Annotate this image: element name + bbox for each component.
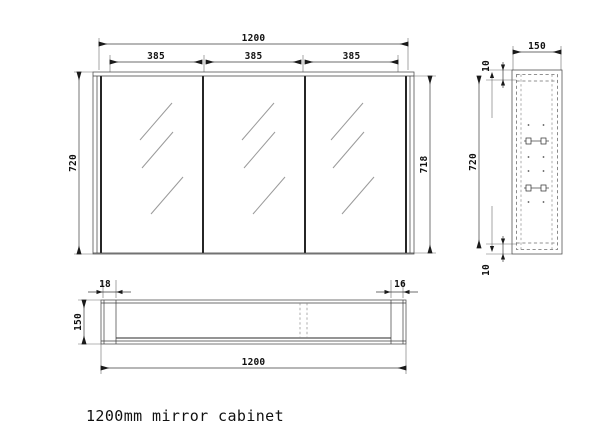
drawing-caption: 1200mm mirror cabinet [86,407,284,425]
front-cabinet-outline [92,71,415,255]
front-door2-width-label: 385 [245,51,263,62]
side-top10-arrow-up [500,64,506,71]
front-overall-width-label: 1200 [242,33,266,44]
side-top10-arrow-down [500,79,506,86]
plan-left18-arrow-a [96,289,103,295]
side-carcass-dashed-outline [516,74,558,250]
plan-right-thickness-label: 16 [394,279,406,290]
plan-depth-label: 150 [73,313,84,331]
side-shelf-pin-dots [527,124,545,203]
side-cabinet-outline [511,69,563,255]
mirror-reflections-door-1 [139,102,184,215]
side-bot10-arrow-up [500,238,506,245]
mirror-reflections-door-3 [330,102,375,215]
front-door1-width-label: 385 [147,51,165,62]
hinge-marker [540,137,547,145]
side-bot10-arrow-down [500,253,506,260]
side-top10-leader-arrow [489,72,495,78]
side-top-thickness-label: 10 [481,60,492,72]
plan-left18-arrow-b [116,289,123,295]
side-depth-label: 150 [528,41,546,52]
mirror-reflections-door-2 [241,102,286,215]
plan-right16-arrow-b [403,289,410,295]
side-hinge-row-1 [524,137,549,145]
plan-left-thickness-label: 18 [99,279,111,290]
front-door3-width-label: 385 [343,51,361,62]
hinge-marker [540,184,547,192]
plan-overall-width-label: 1200 [242,357,266,368]
side-bottom-thickness-label: 10 [481,264,492,276]
front-height-label-left: 720 [68,154,79,172]
plan-right16-arrow-a [384,289,391,295]
side-section-view: 150 [468,41,563,276]
front-elevation-view: 1200 385 385 385 [68,33,436,255]
hinge-marker [525,137,532,145]
hinge-marker [525,184,532,192]
plan-cabinet-outline [100,299,407,345]
side-bot10-leader-arrow [489,246,495,252]
front-height-label-right: 718 [419,156,430,174]
side-hinge-row-2 [524,184,549,192]
side-height-label: 720 [468,153,479,171]
plan-view: 18 16 150 1200 [73,279,418,374]
